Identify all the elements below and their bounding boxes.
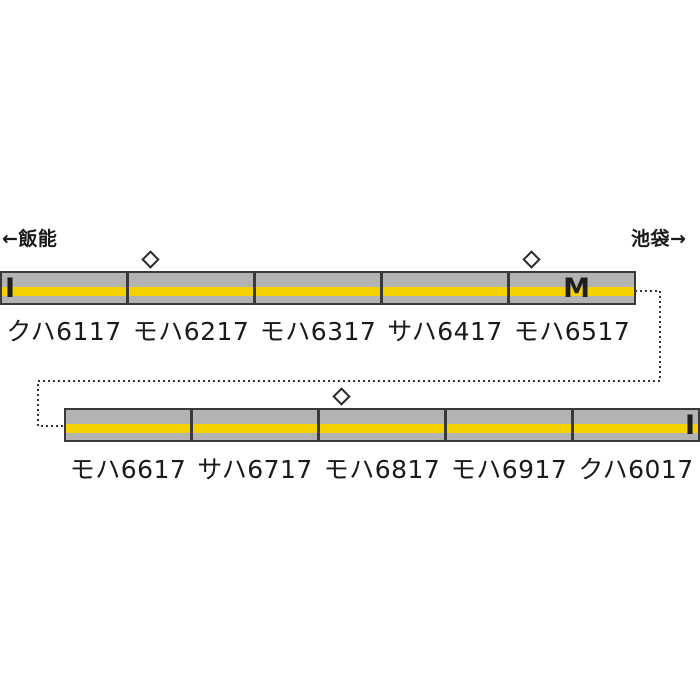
car-stripe (510, 287, 634, 296)
car-stripe (129, 287, 253, 296)
direction-hanno-label: ←飯能 (2, 228, 58, 250)
car-number-label: モハ6317 (259, 317, 377, 346)
car-number-label: モハ6917 (450, 455, 568, 484)
cab-end-mark: I (684, 410, 695, 441)
car-top-1: I (0, 271, 127, 305)
car-bottom-1 (64, 408, 191, 442)
car-number-label: モハ6217 (132, 317, 250, 346)
car-stripe (447, 424, 571, 433)
car-stripe (383, 287, 507, 296)
car-stripe (66, 424, 190, 433)
car-top-2 (127, 271, 254, 305)
car-bottom-3 (318, 408, 445, 442)
car-stripe (2, 287, 126, 296)
car-bottom-2 (191, 408, 318, 442)
car-number-label: サハ6417 (387, 317, 503, 346)
car-bottom-5: I (572, 408, 700, 442)
car-number-label: サハ6717 (197, 455, 313, 484)
car-top-3 (254, 271, 381, 305)
car-number-label: モハ6817 (323, 455, 441, 484)
car-stripe (574, 424, 698, 433)
car-number-label: クハ6017 (578, 455, 694, 484)
car-stripe (256, 287, 380, 296)
direction-ikebukuro-label: 池袋→ (631, 228, 687, 250)
cab-end-mark: I (5, 273, 16, 304)
motor-car-mark: M (563, 273, 590, 304)
car-bottom-4 (445, 408, 572, 442)
car-stripe (193, 424, 317, 433)
car-top-5: M (508, 271, 636, 305)
car-number-label: モハ6617 (69, 455, 187, 484)
car-number-label: クハ6117 (6, 317, 122, 346)
car-number-label: モハ6517 (513, 317, 631, 346)
car-top-4 (381, 271, 508, 305)
car-stripe (320, 424, 444, 433)
